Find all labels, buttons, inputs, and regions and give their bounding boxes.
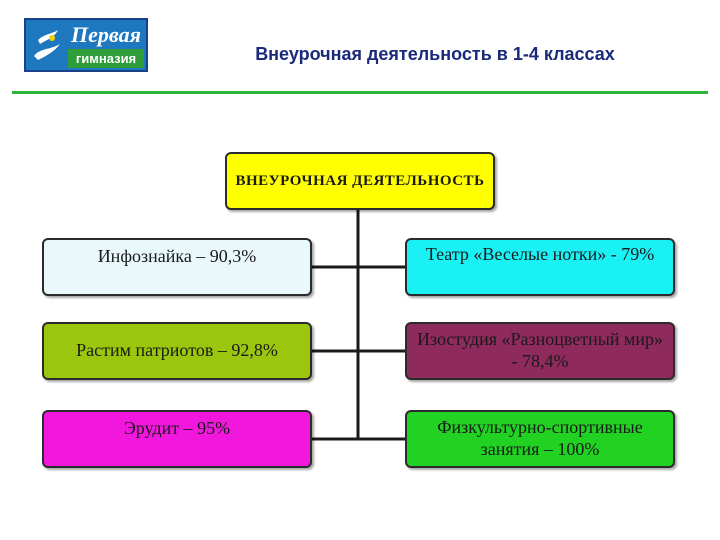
title-divider — [12, 91, 708, 94]
logo-line1: Первая — [71, 22, 141, 47]
school-logo: Первая гимназия — [24, 18, 148, 72]
activity-box-sports: Физкультурно-спортивные занятия – 100% — [405, 410, 675, 468]
activity-box-theatre: Театр «Веселые нотки» - 79% — [405, 238, 675, 296]
activity-box-art-studio: Изостудия «Разноцветный мир» - 78,4% — [405, 322, 675, 380]
logo-line2: гимназия — [68, 49, 144, 68]
activity-box-infoznaika: Инфознайка – 90,3% — [42, 238, 312, 296]
root-node: ВНЕУРОЧНАЯ ДЕЯТЕЛЬНОСТЬ — [225, 152, 495, 210]
hand-icon — [34, 30, 60, 60]
activity-box-patriots: Растим патриотов – 92,8% — [42, 322, 312, 380]
activity-box-erudite: Эрудит – 95% — [42, 410, 312, 468]
page-title: Внеурочная деятельность в 1-4 классах — [255, 44, 615, 64]
